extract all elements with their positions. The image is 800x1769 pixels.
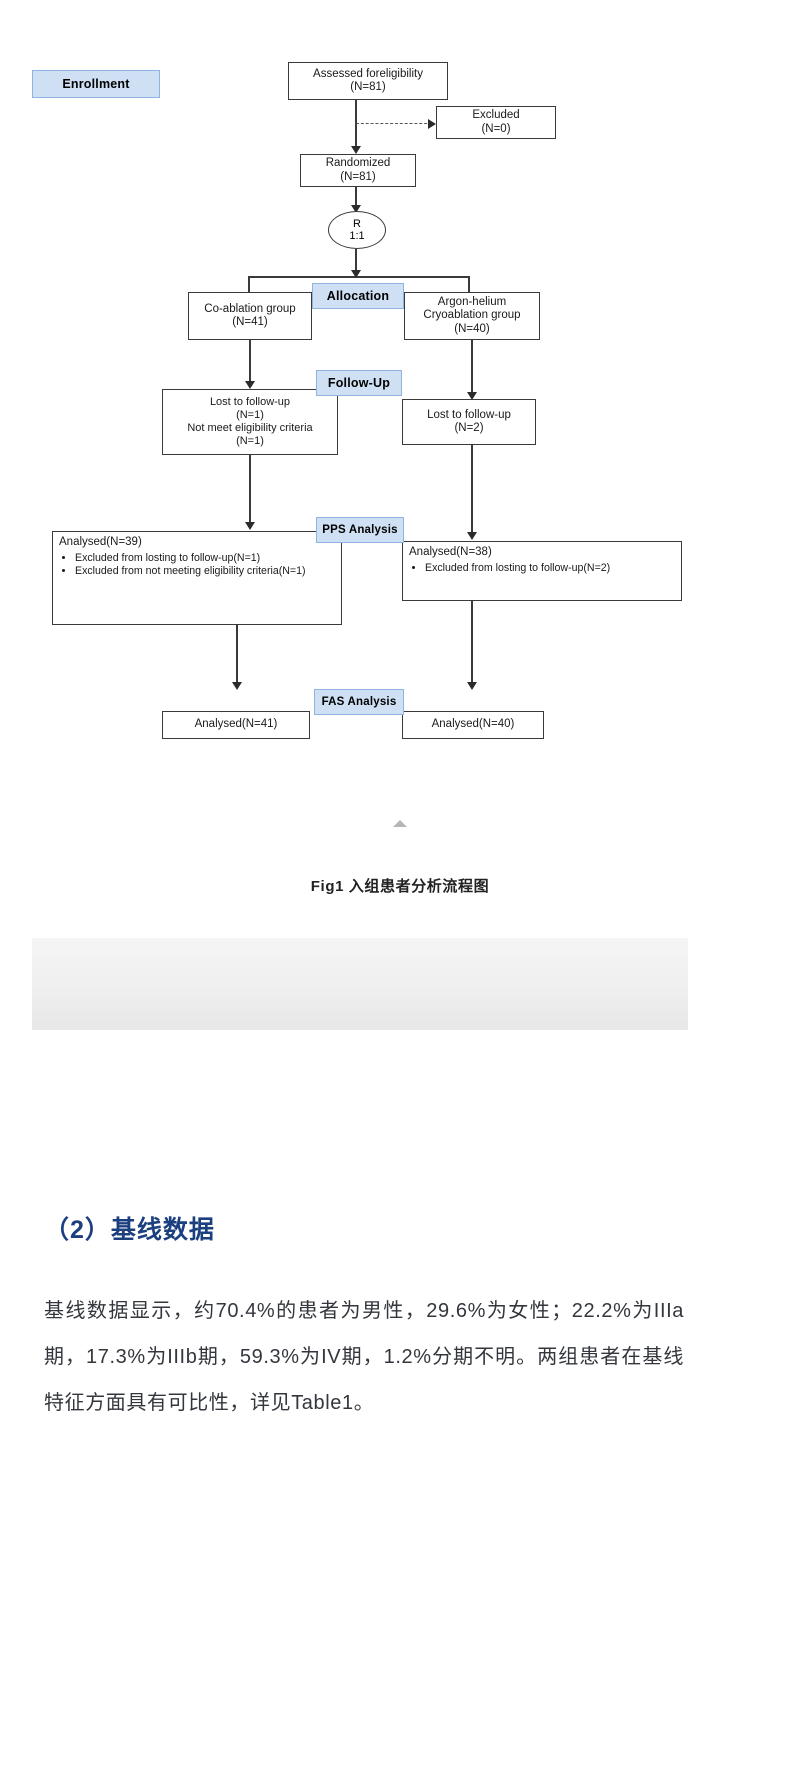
stage-label-allocation: Allocation [312,283,404,309]
content-placeholder-block [32,938,688,1030]
list-item: Excluded from losting to follow-up(N=1) [75,552,306,565]
arrowhead-to-randomized [351,146,361,154]
node-randomization-ratio: R 1:1 [328,211,386,249]
stage-label-enrollment: Enrollment [32,70,160,98]
figure-caption: Fig1 入组患者分析流程图 [310,878,490,895]
connector-left-followup-to-pps [249,455,251,525]
connector-left-group-to-followup [249,340,251,384]
node-lost-to-followup-right: Lost to follow-up (N=2) [402,399,536,445]
list-item: Excluded from not meeting eligibility cr… [75,565,306,578]
section-paragraph-baseline-data: 基线数据显示，约70.4%的患者为男性，29.6%为女性；22.2%为IIIa期… [44,1300,684,1414]
arrowhead-to-ratio [351,205,361,213]
pps-left-heading: Analysed(N=39) [59,536,142,548]
connector-ratio-to-split [355,249,357,275]
arrowhead-right-pps [467,532,477,540]
node-fas-analysis-left: Analysed(N=41) [162,711,310,739]
pps-right-bullet-list: Excluded from losting to follow-up(N=2) [409,562,610,576]
pps-left-bullet-list: Excluded from losting to follow-up(N=1) … [59,552,306,579]
flow-diagram-figure: Enrollment Assessed foreligibility (N=81… [0,0,800,895]
node-randomized: Randomized (N=81) [300,154,416,187]
pps-right-heading: Analysed(N=38) [409,546,492,558]
stage-label-fas-analysis: FAS Analysis [314,689,404,715]
node-fas-analysis-right: Analysed(N=40) [402,711,544,739]
arrowhead-left-pps [245,522,255,530]
connector-left-pps-to-fas [236,625,238,685]
node-lost-to-followup-left: Lost to follow-up (N=1) Not meet eligibi… [162,389,338,455]
stage-label-followup: Follow-Up [316,370,402,396]
arrowhead-to-split [351,270,361,278]
section-heading-baseline-data: （2）基线数据 [44,1216,215,1244]
collapse-caret-icon[interactable] [393,820,407,827]
node-pps-analysis-left: Analysed(N=39) Excluded from losting to … [52,531,342,625]
connector-right-pps-to-fas [471,601,473,685]
arrowhead-left-followup [245,381,255,389]
arrowhead-right-followup [467,392,477,400]
connector-split-right-drop [468,276,470,292]
node-excluded: Excluded (N=0) [436,106,556,139]
stage-label-pps-analysis: PPS Analysis [316,517,404,543]
arrowhead-right-fas [467,682,477,690]
connector-assessed-to-excluded [356,123,432,124]
connector-split-left-drop [248,276,250,292]
connector-right-followup-to-pps [471,445,473,535]
list-item: Excluded from losting to follow-up(N=2) [425,562,610,575]
arrowhead-to-excluded [428,119,436,129]
connector-assessed-to-randomized [355,100,357,149]
connector-randomized-to-ratio [355,187,357,209]
node-assessed-for-eligibility: Assessed foreligibility (N=81) [288,62,448,100]
node-argon-helium-cryoablation-group: Argon-helium Cryoablation group (N=40) [404,292,540,340]
connector-right-group-to-followup [471,340,473,395]
arrowhead-left-fas [232,682,242,690]
node-co-ablation-group: Co-ablation group (N=41) [188,292,312,340]
node-pps-analysis-right: Analysed(N=38) Excluded from losting to … [402,541,682,601]
